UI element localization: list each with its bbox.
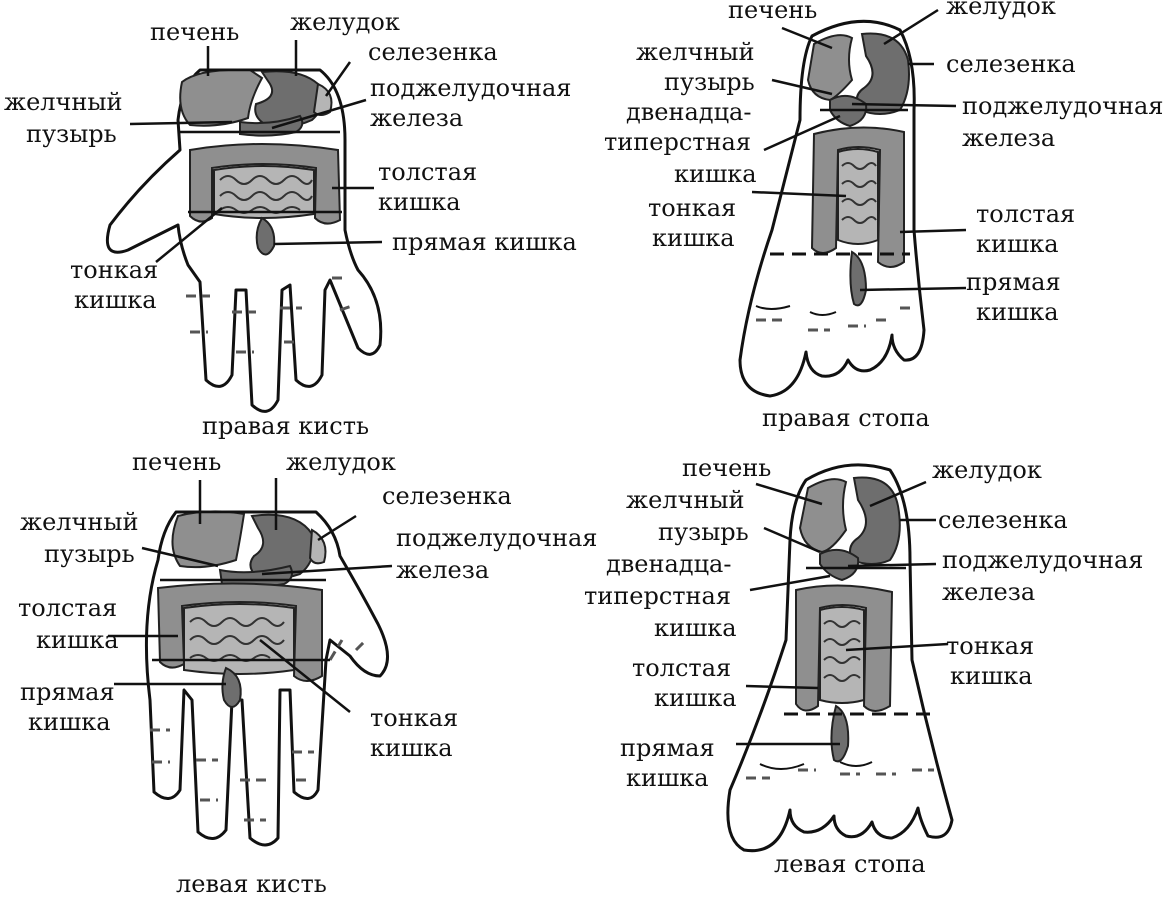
right-foot-label-colon-1: толстая bbox=[976, 200, 1075, 228]
left-hand-label-gallbladder-1: желчный bbox=[20, 508, 139, 536]
right-foot-outline bbox=[738, 19, 926, 398]
left-foot-label-gallbladder-2: пузырь bbox=[658, 518, 749, 546]
left-foot-label-spleen: селезенка bbox=[938, 506, 1068, 534]
right-foot-rectum bbox=[849, 250, 868, 307]
left-foot-label-small-1: тонкая bbox=[946, 632, 1034, 660]
left-hand-label-gallbladder-2: пузырь bbox=[44, 540, 135, 568]
left-hand-label-pancreas-1: поджелудочная bbox=[396, 524, 597, 552]
right-hand-liver bbox=[179, 68, 264, 127]
left-foot-label-gallbladder-1: желчный bbox=[626, 486, 745, 514]
right-foot-label-gallbladder-1: желчный bbox=[636, 38, 755, 66]
left-foot-label-colon-1: толстая bbox=[632, 654, 731, 682]
left-foot-rectum bbox=[830, 704, 850, 763]
left-hand-outline bbox=[144, 510, 389, 847]
left-hand-label-small-2: кишка bbox=[370, 734, 453, 762]
left-foot-label-colon-2: кишка bbox=[654, 684, 737, 712]
right-hand-label-gallbladder-2: пузырь bbox=[26, 120, 117, 148]
left-hand-label-pancreas-2: железа bbox=[396, 556, 489, 584]
left-hand-label-liver: печень bbox=[132, 448, 221, 476]
right-hand-label-small-1: тонкая bbox=[70, 256, 158, 284]
left-foot-panel: печень желудок желчный пузырь селезенка … bbox=[584, 454, 1143, 878]
right-hand-outline bbox=[105, 68, 383, 413]
right-hand-label-stomach: желудок bbox=[290, 8, 400, 36]
left-hand-label-colon-1: толстая bbox=[18, 594, 117, 622]
left-hand-small-intestine bbox=[183, 603, 295, 675]
left-foot-label-pancreas-2: железа bbox=[942, 578, 1035, 606]
right-foot-label-stomach: желудок bbox=[946, 0, 1056, 20]
right-hand-pancreas bbox=[239, 114, 304, 137]
right-hand-panel: печень желудок селезенка желчный пузырь … bbox=[4, 8, 577, 440]
left-hand-label-rectum-2: кишка bbox=[28, 708, 111, 736]
left-hand-label-rectum-1: прямая bbox=[20, 678, 115, 706]
right-hand-label-colon-2: кишка bbox=[378, 188, 461, 216]
right-hand-caption: правая кисть bbox=[202, 412, 369, 440]
left-hand-label-spleen: селезенка bbox=[382, 482, 512, 510]
right-foot-colon bbox=[810, 126, 905, 268]
right-hand-label-rectum: прямая кишка bbox=[392, 228, 577, 256]
left-hand-label-stomach: желудок bbox=[286, 448, 396, 476]
left-foot-label-liver: печень bbox=[682, 454, 771, 482]
left-foot-stomach bbox=[849, 476, 901, 565]
right-hand-label-small-2: кишка bbox=[74, 286, 157, 314]
right-foot-label-liver: печень bbox=[728, 0, 817, 24]
right-foot-label-small-1: тонкая bbox=[648, 194, 736, 222]
left-foot-label-small-2: кишка bbox=[950, 662, 1033, 690]
right-hand-label-liver: печень bbox=[150, 18, 239, 46]
right-foot-label-duodenum-1: двенадца- bbox=[626, 98, 751, 126]
left-foot-liver bbox=[798, 478, 848, 554]
left-foot-colon bbox=[795, 584, 894, 712]
left-foot-label-duodenum-1: двенадца- bbox=[606, 550, 731, 578]
left-hand-caption: левая кисть bbox=[176, 870, 327, 896]
right-foot-liver bbox=[806, 34, 854, 102]
right-foot-label-duodenum-3: кишка bbox=[674, 160, 757, 188]
left-foot-label-duodenum-3: кишка bbox=[654, 614, 737, 642]
right-hand-label-pancreas-2: железа bbox=[370, 104, 463, 132]
right-foot-panel: печень желудок желчный пузырь селезенка … bbox=[604, 0, 1163, 432]
right-foot-label-rectum-1: прямая bbox=[966, 268, 1061, 296]
left-foot-label-rectum-1: прямая bbox=[620, 734, 715, 762]
left-hand-label-colon-2: кишка bbox=[36, 626, 119, 654]
left-foot-label-stomach: желудок bbox=[932, 456, 1042, 484]
right-hand-rectum bbox=[255, 216, 276, 256]
right-foot-label-rectum-2: кишка bbox=[976, 298, 1059, 326]
left-foot-caption: левая стопа bbox=[774, 850, 926, 878]
left-foot-label-duodenum-2: типерстная bbox=[584, 582, 731, 610]
left-foot-label-rectum-2: кишка bbox=[626, 764, 709, 792]
left-foot-outline bbox=[726, 463, 954, 853]
right-hand-label-gallbladder-1: желчный bbox=[4, 88, 123, 116]
right-hand-label-spleen: селезенка bbox=[368, 38, 498, 66]
left-foot-label-pancreas-1: поджелудочная bbox=[942, 546, 1143, 574]
right-foot-small-intestine bbox=[837, 148, 879, 245]
right-foot-label-pancreas-2: железа bbox=[962, 124, 1055, 152]
right-foot-label-duodenum-2: типерстная bbox=[604, 128, 751, 156]
right-foot-stomach bbox=[855, 32, 910, 115]
left-hand-label-small-1: тонкая bbox=[370, 704, 458, 732]
right-foot-label-spleen: селезенка bbox=[946, 50, 1076, 78]
left-hand-spleen bbox=[308, 528, 327, 565]
left-hand-panel: печень желудок селезенка желчный пузырь … bbox=[18, 448, 597, 898]
right-foot-label-pancreas-1: поджелудочная bbox=[962, 92, 1163, 120]
right-foot-caption: правая стопа bbox=[762, 404, 930, 432]
left-foot-duodenum bbox=[819, 548, 860, 582]
right-foot-label-colon-2: кишка bbox=[976, 230, 1059, 258]
right-foot-label-gallbladder-2: пузырь bbox=[664, 68, 755, 96]
right-hand-label-pancreas-1: поджелудочная bbox=[370, 74, 571, 102]
right-foot-label-small-2: кишка bbox=[652, 224, 735, 252]
left-hand-colon bbox=[156, 582, 323, 682]
left-foot-small-intestine bbox=[819, 606, 865, 704]
right-hand-label-colon-1: толстая bbox=[378, 158, 477, 186]
